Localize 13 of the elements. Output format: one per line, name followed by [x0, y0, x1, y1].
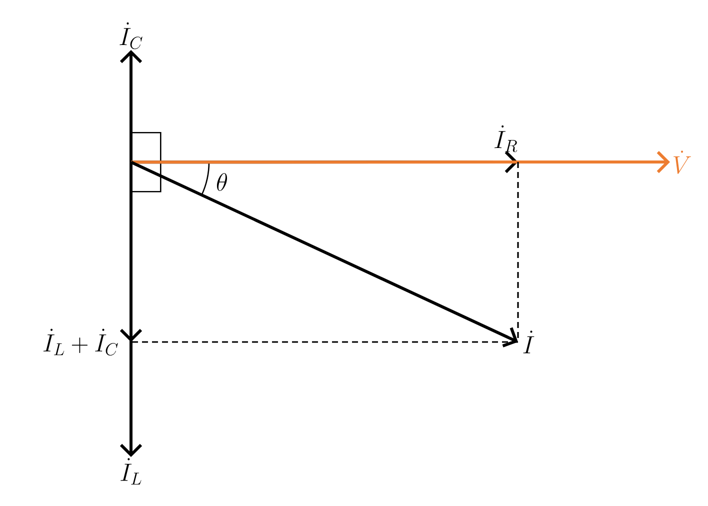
- arrow: [130, 160, 518, 348]
- phasor-label: $\dot{I}_R$: [494, 125, 518, 152]
- phasor-label: $\dot{I}_L+\dot{I}_C$: [44, 328, 118, 356]
- arrow: [131, 150, 670, 174]
- angle-label: $\theta$: [216, 173, 228, 191]
- phasor-label: $\dot{I}$: [523, 330, 534, 354]
- dashed-line: [131, 341, 518, 343]
- right-angle-mark: [131, 132, 162, 192]
- phasor-label: $\dot{I}_C$: [120, 22, 142, 50]
- phasor-label: $\dot{I}_L$: [120, 458, 142, 485]
- arrow: [120, 50, 142, 162]
- arrow: [120, 162, 142, 457]
- phasor-label: $\dot{V}$: [674, 150, 691, 174]
